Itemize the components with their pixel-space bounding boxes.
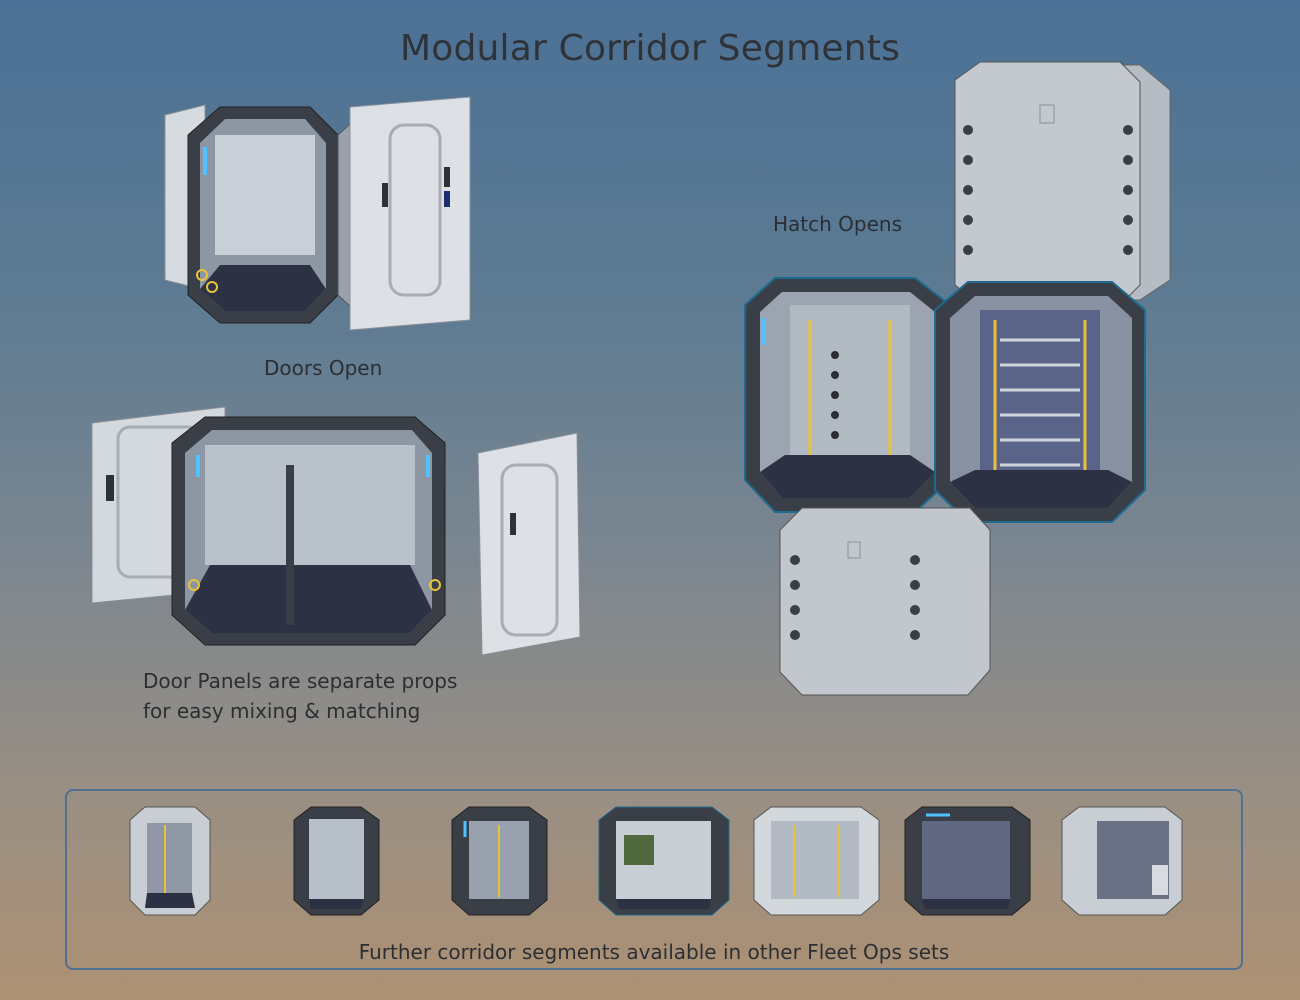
corridor-hatch-opens-image (744, 61, 1171, 696)
further-segments-panel: Further corridor segments available in o… (65, 789, 1243, 970)
door-panels-note-line2: for easy mixing & matching (143, 699, 421, 723)
door-panels-note-line1: Door Panels are separate props (143, 669, 458, 693)
corridor-door-panels-image (91, 406, 581, 656)
segment-thumbnail-1 (129, 806, 211, 916)
segment-thumbnail-5 (753, 806, 880, 916)
segment-thumbnail-7 (1061, 806, 1183, 916)
hatch-opens-label: Hatch Opens (773, 212, 903, 236)
page-title: Modular Corridor Segments (399, 28, 901, 69)
door-panels-note: Door Panels are separate props for easy … (143, 666, 457, 726)
corridor-doors-open-image (164, 96, 471, 331)
segment-thumbnail-6 (904, 806, 1031, 916)
segment-thumbnail-4 (598, 806, 730, 916)
segment-thumbnail-2 (293, 806, 380, 916)
further-segments-caption: Further corridor segments available in o… (358, 940, 950, 964)
doors-open-label: Doors Open (264, 356, 383, 380)
segment-thumbnail-3 (451, 806, 548, 916)
